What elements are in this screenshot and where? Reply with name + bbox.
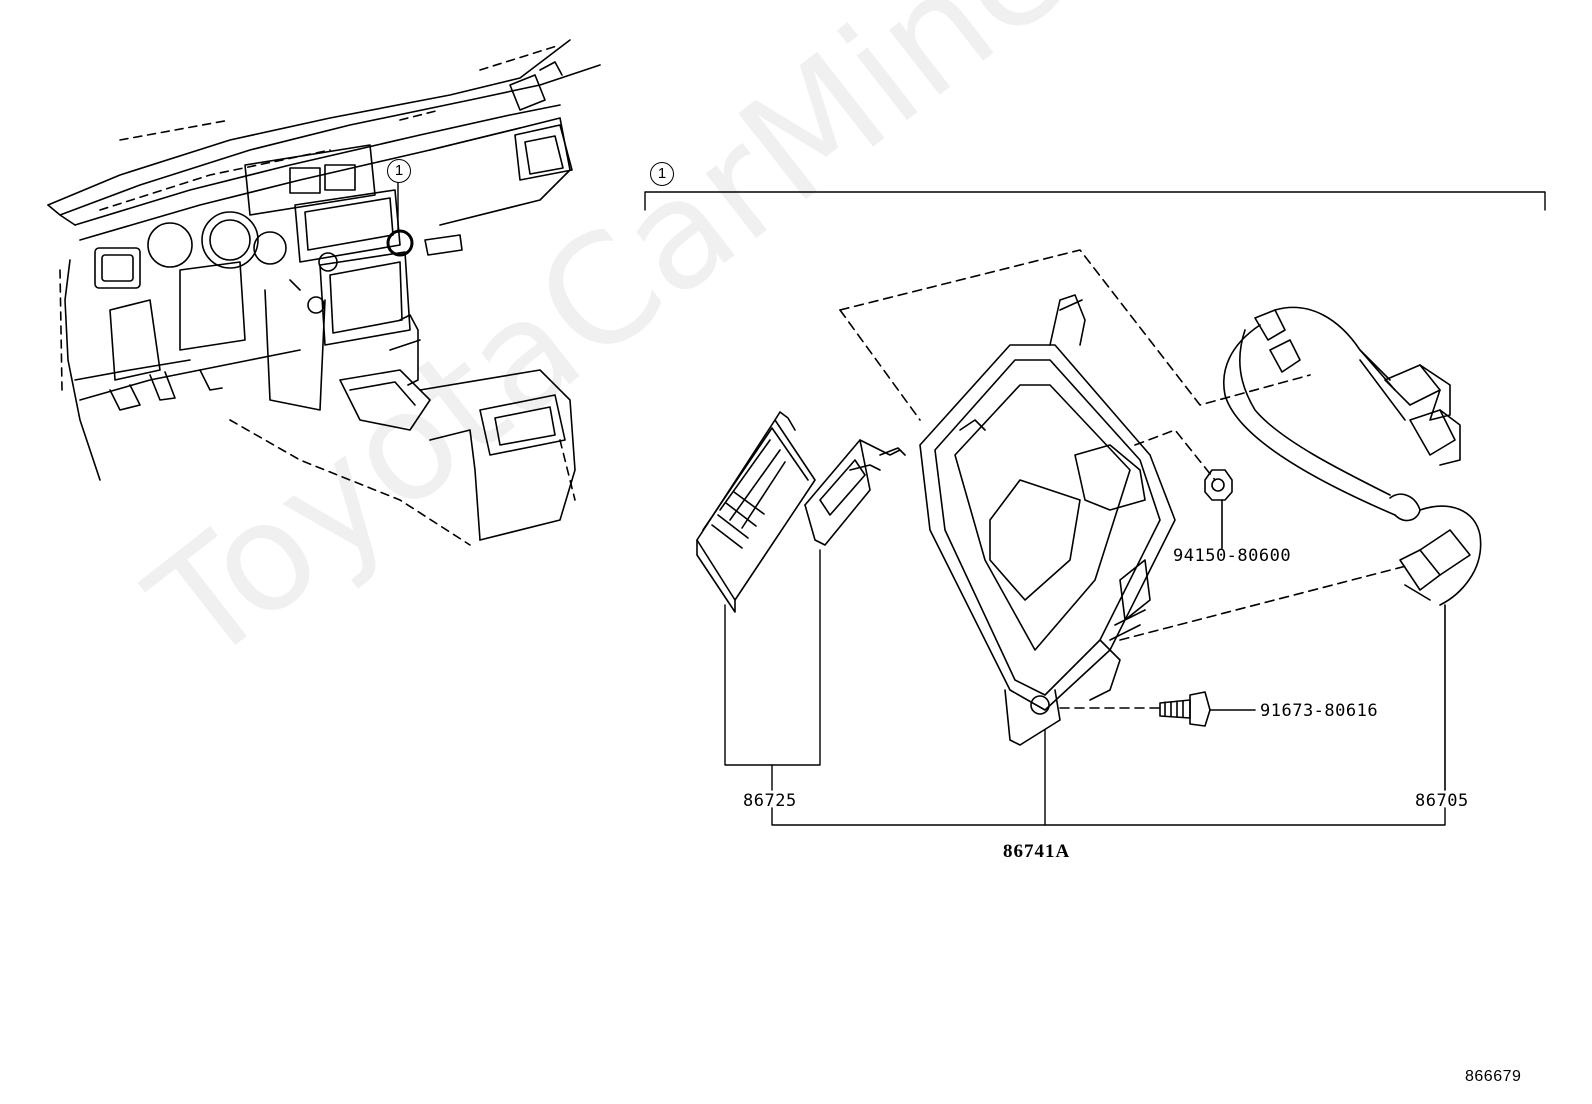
part-86725-panel-drawing	[696, 411, 906, 613]
nut-94150-drawing	[1204, 469, 1233, 549]
part-label-94150-80600: 94150-80600	[1173, 546, 1292, 566]
harness-86705-drawing	[1223, 306, 1482, 791]
leader-lines	[724, 549, 1446, 826]
part-label-91673-80616: 91673-80616	[1260, 701, 1379, 721]
group-bracket	[644, 191, 1546, 211]
part-label-86741A: 86741A	[1003, 841, 1071, 862]
part-label-86725: 86725	[743, 791, 797, 811]
callout-marker-dashboard: 1	[387, 159, 411, 183]
bolt-91673-drawing	[1159, 691, 1256, 727]
part-label-86705: 86705	[1415, 791, 1469, 811]
figure-number: 866679	[1465, 1068, 1522, 1085]
part-86741A-unit-drawing	[839, 249, 1411, 746]
callout-marker-group: 1	[650, 162, 674, 186]
dashboard-illustration	[47, 39, 601, 546]
